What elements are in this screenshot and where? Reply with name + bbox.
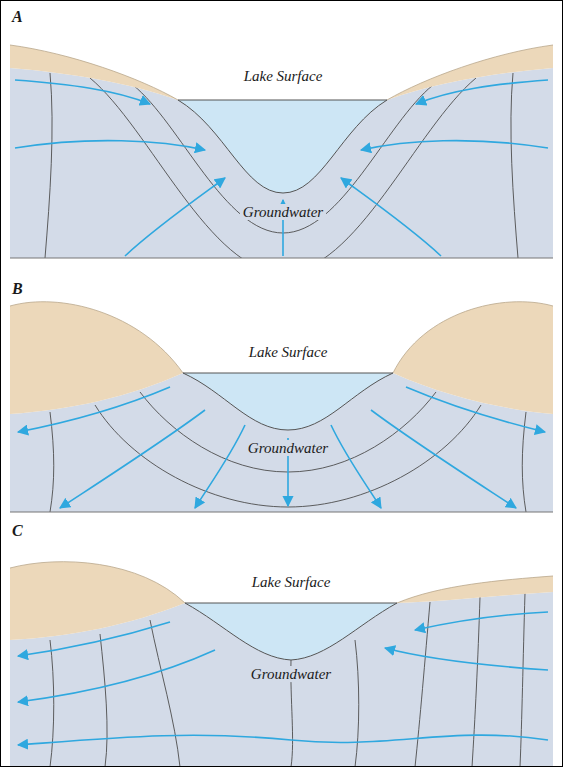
lake-panel <box>10 45 553 273</box>
flow-arrow <box>195 425 245 508</box>
unsaturated-zone <box>10 45 178 100</box>
zone-label: Groundwater <box>240 204 326 221</box>
equipotential-line <box>150 620 180 767</box>
unsaturated-zone <box>397 576 553 603</box>
panel-base <box>10 511 553 512</box>
zone-label: Groundwater <box>248 666 334 683</box>
lake-panel <box>10 302 553 512</box>
flow-arrow <box>18 622 170 656</box>
flow-arrow <box>331 425 381 508</box>
zone-label: Lake Surface <box>252 574 331 591</box>
lake-water <box>183 373 393 430</box>
equipotential-line <box>472 597 480 767</box>
lake-water <box>178 100 387 193</box>
land-surface <box>387 45 553 100</box>
flow-arrow <box>125 178 225 256</box>
flow-arrow <box>18 735 548 745</box>
equipotential-line <box>90 78 476 258</box>
flow-arrow <box>371 410 516 508</box>
panel-letter: A <box>12 8 23 26</box>
panel-body <box>10 562 553 767</box>
equipotential-line <box>133 85 433 233</box>
flow-arrow <box>18 650 215 702</box>
equipotential-line <box>355 640 359 767</box>
unsaturated-zone <box>10 562 185 640</box>
zone-label: Groundwater <box>245 440 331 457</box>
panel-body <box>10 45 553 258</box>
equipotential-line <box>520 593 525 767</box>
groundwater-zone <box>10 68 553 258</box>
panel-base <box>10 257 553 258</box>
flow-arrow <box>15 80 150 104</box>
land-surface <box>10 302 183 373</box>
lake-water <box>185 603 397 660</box>
zone-label: Lake Surface <box>244 68 323 85</box>
unsaturated-zone <box>393 302 553 414</box>
flow-arrow <box>341 178 441 256</box>
equipotential-line <box>50 412 54 512</box>
equipotential-line <box>50 640 54 767</box>
land-surface <box>10 45 178 100</box>
flow-arrow <box>385 648 548 670</box>
land-surface <box>393 302 553 373</box>
flow-arrow <box>406 387 545 432</box>
flow-arrow <box>60 410 205 508</box>
panel-letter: B <box>12 280 23 298</box>
flow-arrow <box>415 612 548 630</box>
lake-panel <box>10 562 553 767</box>
flow-arrow <box>18 387 170 432</box>
unsaturated-zone <box>387 45 553 100</box>
land-surface <box>397 576 553 603</box>
panel-body <box>10 302 553 512</box>
flow-arrow <box>416 80 548 104</box>
unsaturated-zone <box>10 302 183 414</box>
equipotential-line <box>511 73 518 258</box>
zone-label: Lake Surface <box>249 344 328 361</box>
flow-arrow <box>361 141 548 150</box>
flow-arrow <box>15 141 205 150</box>
equipotential-line <box>100 634 107 767</box>
land-surface <box>10 562 185 603</box>
equipotential-line <box>45 73 52 258</box>
panel-letter: C <box>12 522 23 540</box>
